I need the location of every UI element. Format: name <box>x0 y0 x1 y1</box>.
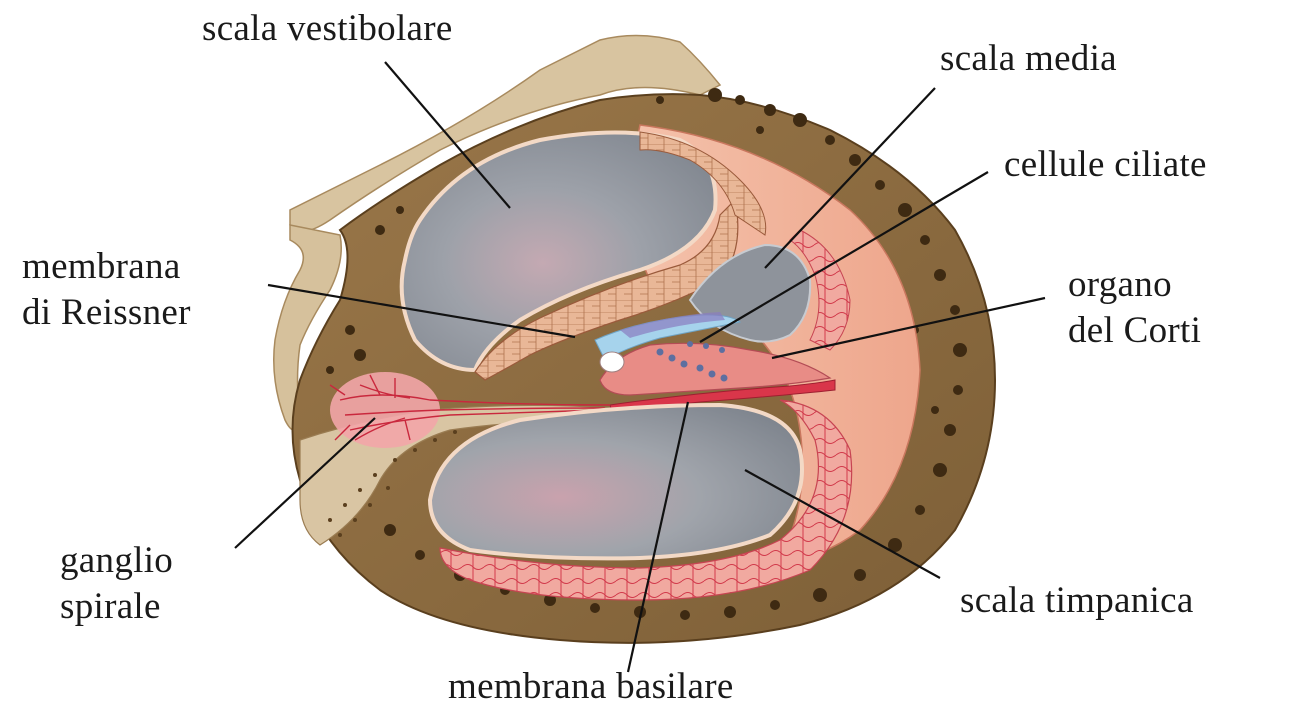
label-membrana-reissner-line1: membrana <box>22 244 191 290</box>
leader-scala-vestibolare <box>385 62 510 208</box>
label-cellule-ciliate-text: cellule ciliate <box>1004 142 1207 188</box>
label-scala-timpanica: scala timpanica <box>960 578 1194 624</box>
leader-membrana-reissner <box>268 285 575 337</box>
label-organo-corti-line2: del Corti <box>1068 308 1201 354</box>
label-membrana-basilare: membrana basilare <box>448 664 734 710</box>
leader-scala-media <box>765 88 935 268</box>
label-membrana-reissner-line2: di Reissner <box>22 290 191 336</box>
label-organo-corti: organo del Corti <box>1068 262 1201 354</box>
leader-organo-corti <box>772 298 1045 358</box>
label-organo-corti-line1: organo <box>1068 262 1201 308</box>
label-membrana-reissner: membrana di Reissner <box>22 244 191 336</box>
label-scala-vestibolare: scala vestibolare <box>202 6 453 52</box>
leader-scala-timpanica <box>745 470 940 578</box>
label-ganglio-spirale: ganglio spirale <box>60 538 173 630</box>
label-cellule-ciliate: cellule ciliate <box>1004 142 1207 188</box>
label-scala-media: scala media <box>940 36 1117 82</box>
label-scala-vestibolare-text: scala vestibolare <box>202 6 453 52</box>
leader-cellule-ciliate <box>700 172 988 342</box>
label-membrana-basilare-text: membrana basilare <box>448 664 734 710</box>
leader-ganglio-spirale <box>235 418 375 548</box>
label-ganglio-spirale-line2: spirale <box>60 584 173 630</box>
label-scala-media-text: scala media <box>940 36 1117 82</box>
leader-membrana-basilare <box>628 402 688 672</box>
label-ganglio-spirale-line1: ganglio <box>60 538 173 584</box>
label-scala-timpanica-text: scala timpanica <box>960 578 1194 624</box>
